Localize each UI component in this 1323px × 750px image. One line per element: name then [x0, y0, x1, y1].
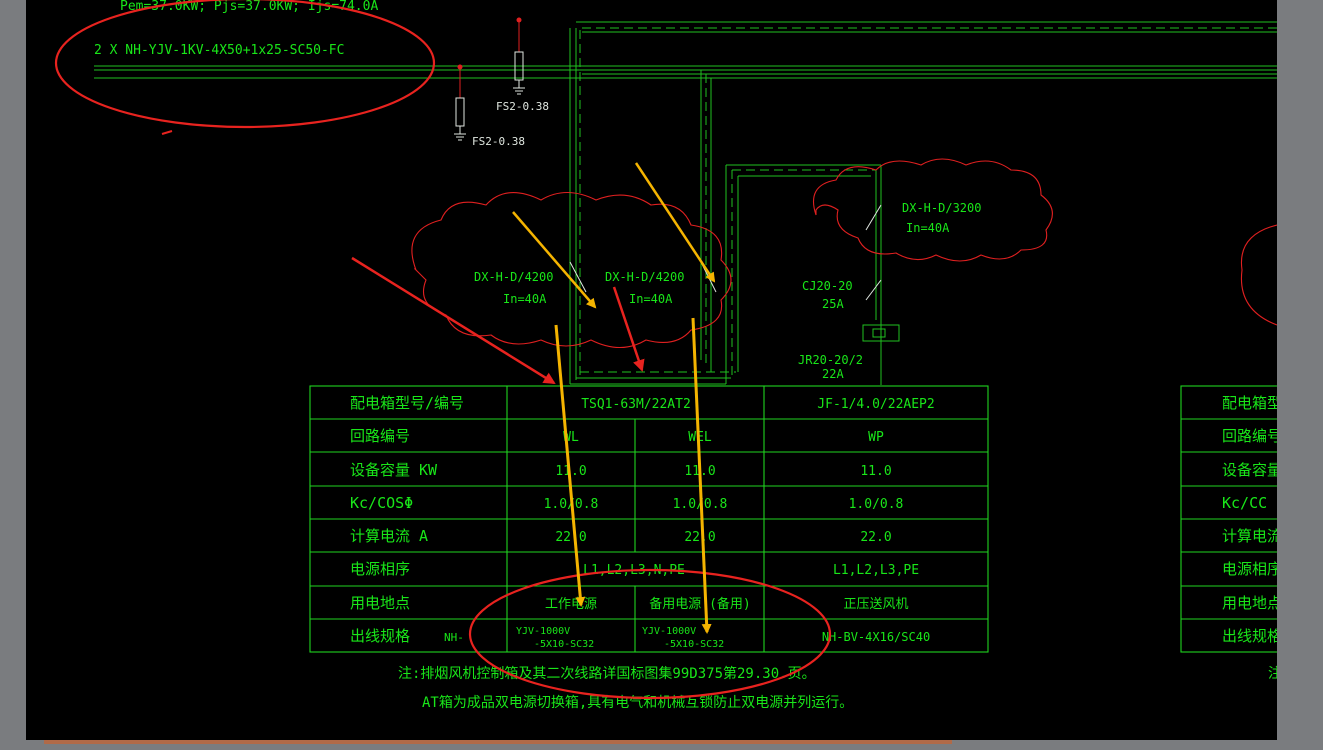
row-label-box-model: 配电箱型号/编号 — [350, 394, 464, 412]
breaker-1-model: DX-H-D/4200 — [474, 270, 553, 284]
cell-phase-wp: L1,L2,L3,PE — [833, 563, 919, 578]
cell-cable-1-line1: YJV-1000V — [516, 626, 570, 637]
cell-cable-3: NH-BV-4X16/SC40 — [822, 630, 930, 644]
breaker-1-rating: In=40A — [503, 292, 547, 306]
right-row-label-4: 计算电流 — [1222, 527, 1277, 545]
contactor-rating: 25A — [822, 297, 844, 311]
markup-arrows — [351, 162, 716, 634]
distribution-table — [309, 385, 989, 653]
cad-drawing: Pem=37.0KW; Pjs=37.0KW; Ijs=74.0A 2 X NH… — [54, 0, 1277, 711]
cell-current-3: 22.0 — [860, 530, 891, 545]
row-label-phase: 电源相序 — [350, 560, 410, 578]
relay-rating: 22A — [822, 367, 844, 381]
cell-cable-prefix: NH- — [444, 631, 464, 644]
arrester-2-label: FS2-0.38 — [496, 100, 549, 113]
row-label-circuit: 回路编号 — [350, 427, 410, 445]
status-strip — [44, 740, 952, 744]
feeder-wires — [569, 28, 882, 385]
cell-cable-1-line2: -5X10-SC32 — [534, 639, 594, 650]
breaker-2-model: DX-H-D/4200 — [605, 270, 684, 284]
cell-capacity-3: 11.0 — [860, 464, 891, 479]
cell-location-3: 正压送风机 — [843, 597, 908, 612]
right-row-label-3: Kc/CC — [1222, 494, 1267, 512]
cell-capacity-1: 11.0 — [555, 464, 586, 479]
cell-location-1: 工作电源 — [545, 597, 597, 612]
surge-arrester-2: FS2-0.38 — [496, 17, 549, 113]
cad-drawing-viewport[interactable]: Pem=37.0KW; Pjs=37.0KW; Ijs=74.0A 2 X NH… — [26, 0, 1277, 740]
cell-current-1: 22.0 — [555, 530, 586, 545]
cell-kc-3: 1.0/0.8 — [849, 497, 904, 512]
right-row-label-5: 电源相序 — [1222, 560, 1277, 578]
row-label-capacity: 设备容量 KW — [350, 461, 438, 479]
cell-box2-model: JF-1/4.0/22AEP2 — [817, 397, 934, 412]
row-label-location: 用电地点 — [350, 594, 410, 612]
breaker-3-rating: In=40A — [906, 221, 950, 235]
revision-cloud-right — [812, 158, 1053, 262]
cell-current-2: 22.0 — [684, 530, 715, 545]
cell-cable-2-line1: YJV-1000V — [642, 626, 696, 637]
right-row-label-2: 设备容量 — [1222, 461, 1277, 479]
note-line-2: AT箱为成品双电源切换箱,具有电气和机械互锁防止双电源并列运行。 — [422, 694, 853, 711]
markup-ellipse-cable — [54, 0, 436, 135]
revision-cloud-left — [411, 191, 732, 349]
row-label-kc-cos: Kc/COSΦ — [350, 494, 413, 512]
right-row-label-0: 配电箱型 — [1222, 394, 1277, 412]
right-row-label-7: 出线规格 — [1222, 627, 1277, 645]
cell-circuit-wel: WEL — [688, 430, 712, 445]
breaker-3-model: DX-H-D/3200 — [902, 201, 981, 215]
note-line-1: 注:排烟风机控制箱及其二次线路详国标图集99D375第29.30.页。 — [398, 665, 816, 682]
surge-arrester-1: FS2-0.38 — [454, 64, 525, 148]
row-label-current: 计算电流 A — [350, 527, 428, 545]
feeder-cable-spec: 2 X NH-YJV-1KV-4X50+1x25-SC50-FC — [94, 43, 344, 58]
arrester-1-label: FS2-0.38 — [472, 135, 525, 148]
cell-cable-2-line2: -5X10-SC32 — [664, 639, 724, 650]
relay-model: JR20-20/2 — [798, 353, 863, 367]
cell-location-2: 备用电源 (备用) — [649, 596, 750, 612]
right-table-fragment — [1180, 385, 1277, 653]
cell-box1-model: TSQ1-63M/22AT2 — [581, 397, 691, 412]
cell-circuit-wp: WP — [868, 430, 884, 445]
right-row-label-1: 回路编号 — [1222, 427, 1277, 445]
main-busbar — [94, 21, 1277, 79]
row-label-cable: 出线规格 — [350, 627, 410, 645]
markup-ellipse-outgoing — [468, 568, 832, 700]
breaker-2-rating: In=40A — [629, 292, 673, 306]
revision-cloud-edge — [1240, 224, 1277, 326]
right-note-fragment: 注 — [1268, 666, 1277, 682]
right-row-label-6: 用电地点 — [1222, 594, 1277, 612]
contactor-model: CJ20-20 — [802, 279, 853, 293]
